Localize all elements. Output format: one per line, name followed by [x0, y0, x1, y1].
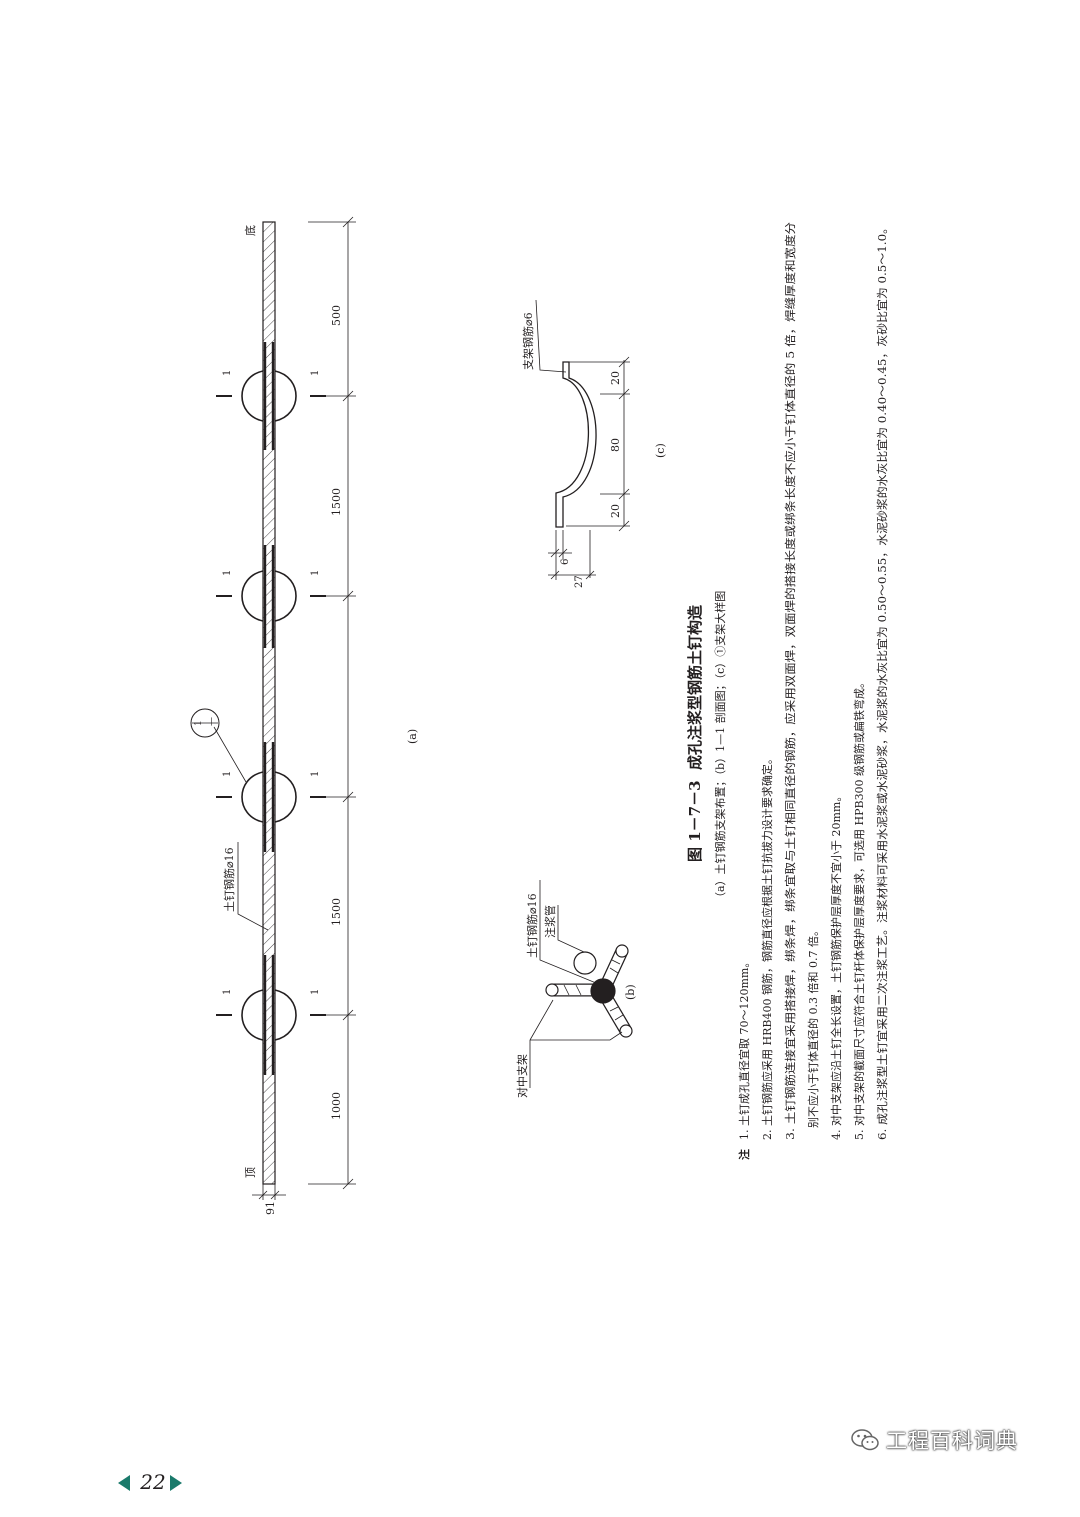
- notes: 注 1. 土钉成孔直径宜取 70～120mm。 2. 土钉钢筋应采用 HRB40…: [737, 222, 889, 1160]
- dim-a-1: 1500: [330, 898, 343, 926]
- panel-a-label: (a): [406, 729, 419, 744]
- dim-a-0: 1000: [330, 1092, 343, 1120]
- svg-text:1: 1: [310, 771, 321, 777]
- panel-c-label: (c): [654, 443, 667, 458]
- page-number: 22: [140, 1470, 166, 1494]
- svg-text:1: 1: [310, 989, 321, 995]
- note-3: 3. 土钉钢筋连接宜采用搭接焊，绑条焊，绑条宜取与土钉相同直径的钢筋，应采用双面…: [783, 222, 797, 1140]
- dim-a-2: 1500: [330, 488, 343, 516]
- support-label: 对中支架: [515, 1054, 529, 1098]
- wechat-logo-icon: [851, 1429, 879, 1451]
- dim-c-1: 80: [609, 438, 622, 452]
- centering-support-2: [241, 742, 297, 852]
- section-mark: 1: [222, 989, 233, 995]
- rebar-label-b: 土钉钢筋⌀16: [525, 893, 539, 958]
- detail-callout-circle: [190, 708, 220, 738]
- pipe-label: 注浆管: [543, 905, 557, 938]
- dim-c-4: 27: [574, 575, 585, 588]
- end-label-top: 顶: [244, 1167, 257, 1178]
- callout-leader: [213, 726, 247, 783]
- soil-nail-rebar: [262, 221, 276, 1185]
- figure-caption: （a）土钉钢筋支架布置；（b）1—1 剖面图；（c）①支架大样图: [713, 591, 727, 903]
- callout-bar: —: [207, 717, 217, 726]
- rebar-section: [590, 978, 616, 1004]
- rebar-label-c: 支架钢筋⌀6: [521, 312, 535, 370]
- dim-c-2: 20: [609, 504, 622, 518]
- support-bar-detail: [555, 361, 597, 528]
- panel-a: [190, 216, 356, 1200]
- note-6: 6. 成孔注浆型土钉宜采用二次注浆工艺。注浆材料可采用水泥浆或水泥砂浆，水泥浆的…: [875, 222, 889, 1140]
- dimension-line-a: [308, 216, 356, 1190]
- centering-support-4: [241, 342, 297, 450]
- end-label-bottom: 底: [243, 225, 257, 236]
- watermark-text: 工程百科词典: [886, 1429, 1018, 1453]
- dim-width-a: 91: [264, 1201, 277, 1215]
- panel-c: [535, 299, 630, 580]
- note-2: 2. 土钉钢筋应采用 HRB400 钢筋，钢筋直径应根据土钉抗拔力设计要求确定。: [760, 753, 774, 1140]
- watermark: 工程百科词典: [850, 1422, 1018, 1458]
- note-5: 5. 对中支架的截面尺寸应符合土钉杆体保护层厚度要求，可选用 HPB300 级钢…: [852, 677, 866, 1140]
- rebar-label-a: 土钉钢筋⌀16: [222, 847, 236, 912]
- svg-text:1: 1: [222, 370, 233, 376]
- svg-text:1: 1: [222, 771, 233, 777]
- notes-heading: 注: [737, 1149, 751, 1160]
- centering-support-3: [241, 545, 297, 648]
- panel-b: [529, 880, 633, 1088]
- grout-pipe: [573, 951, 597, 975]
- figure-title: 成孔注浆型钢筋土钉构造: [686, 605, 704, 770]
- dim-c-3: 6: [560, 559, 571, 565]
- prev-page-arrow-icon[interactable]: [118, 1475, 130, 1491]
- page-number-nav: 22: [112, 1468, 192, 1498]
- next-page-arrow-icon[interactable]: [170, 1475, 182, 1491]
- svg-text:1: 1: [222, 570, 233, 576]
- svg-text:1: 1: [310, 370, 321, 376]
- panel-b-label: (b): [624, 984, 637, 1000]
- svg-text:1: 1: [310, 570, 321, 576]
- centering-support-1: [241, 955, 297, 1075]
- dimension-width-a: [252, 1184, 286, 1200]
- rebar-leader: [237, 842, 269, 931]
- dim-c-0: 20: [609, 371, 622, 385]
- note-1: 1. 土钉成孔直径宜取 70～120mm。: [737, 957, 751, 1140]
- note-4: 4. 对中支架应沿土钉全长设置，土钉钢筋保护层厚度不宜小于 20mm。: [829, 791, 843, 1140]
- callout-number: 1: [194, 720, 204, 726]
- note-3-cont: 别不应小于钉体直径的 0.3 倍和 0.7 倍。: [806, 925, 820, 1128]
- figure-number: 图 1－7－3: [686, 780, 704, 862]
- dim-a-3: 500: [330, 305, 343, 326]
- support-leg-1: [545, 983, 598, 997]
